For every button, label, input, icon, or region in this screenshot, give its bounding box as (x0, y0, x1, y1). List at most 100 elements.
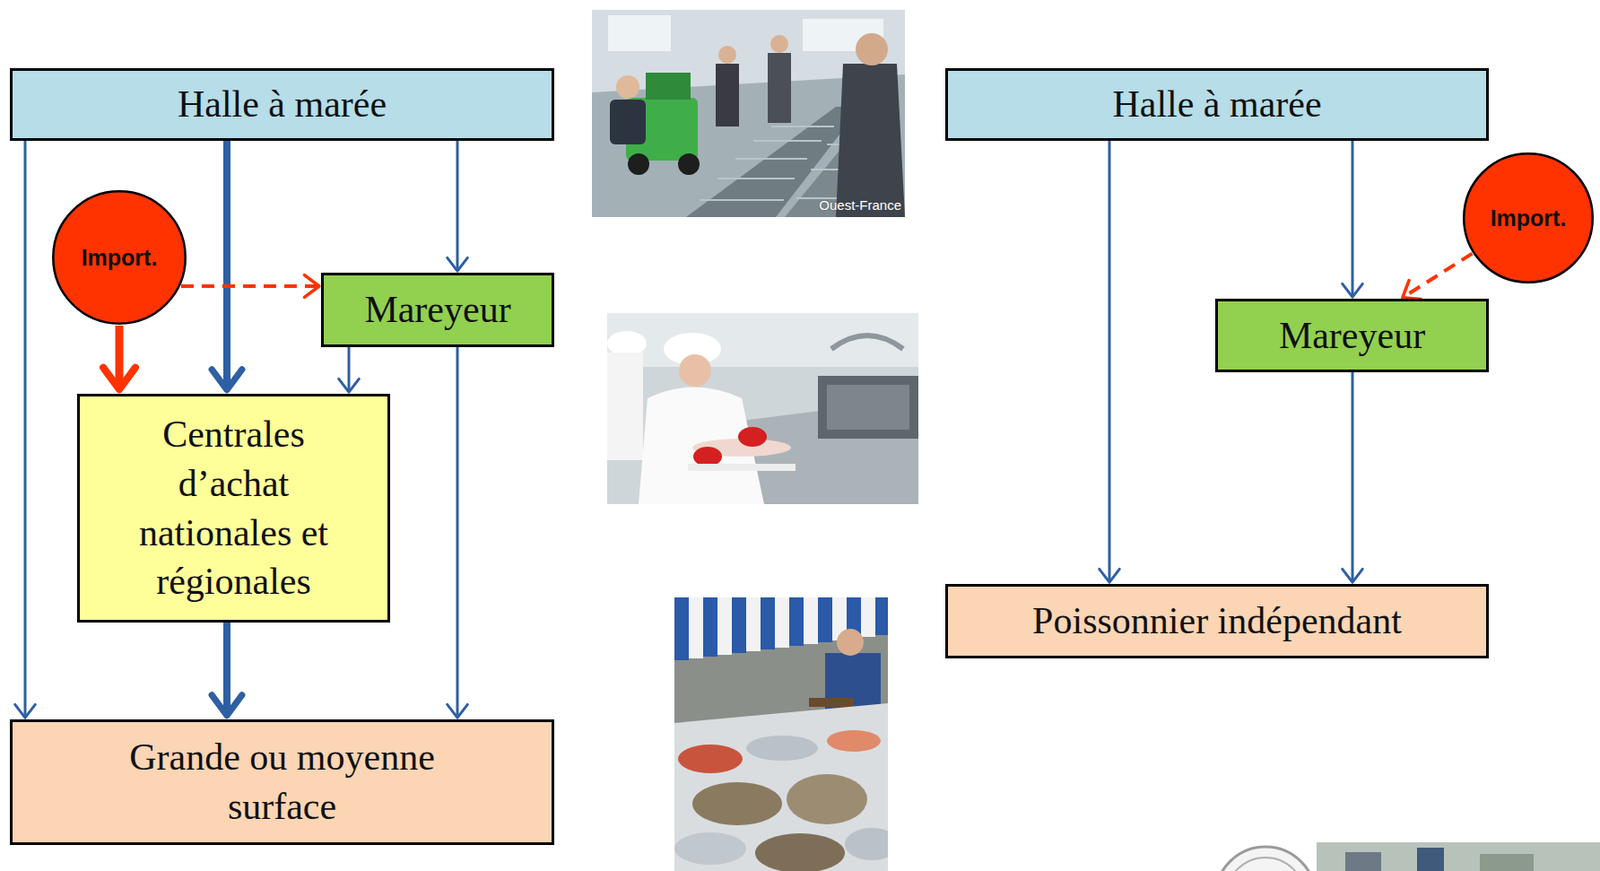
arrow-line (223, 140, 231, 385)
photo-detail (703, 597, 718, 657)
photo-detail (746, 597, 761, 652)
photo-detail (844, 827, 888, 861)
arrow-head (1099, 568, 1121, 583)
circle-shape (1463, 153, 1593, 283)
photo-detail (817, 597, 833, 643)
box-label: Halle à marée (177, 79, 387, 130)
arrow-line (223, 622, 231, 711)
photo-detail (826, 730, 881, 752)
photo-detail (767, 52, 792, 123)
flow-arrow (447, 347, 469, 718)
photo-detail (715, 63, 740, 127)
photo-detail (674, 597, 888, 871)
arrow-line (181, 284, 317, 288)
flow-arrow (447, 140, 469, 271)
arrow-line (456, 347, 460, 716)
fishmonger-box: Poissonnier indépendant (945, 583, 1489, 659)
photo-detail (789, 597, 804, 646)
photo-detail (699, 199, 784, 201)
photo-detail (774, 597, 790, 648)
photo-detail (836, 628, 864, 656)
photo-detail (753, 139, 822, 142)
box-label: Grande ou moyenne surface (103, 732, 462, 831)
photo-detail (735, 157, 808, 160)
flow-arrow (1342, 372, 1364, 583)
box-label: Mareyeur (364, 285, 511, 335)
photo-detail (688, 597, 876, 659)
flow-arrow (339, 347, 360, 392)
photo-detail (645, 72, 691, 100)
photo-detail (718, 45, 737, 64)
arrow-line (1404, 253, 1472, 297)
fish-auction-box: Halle à marée (9, 68, 555, 141)
photo-detail (717, 597, 732, 655)
flow-arrow (103, 325, 136, 390)
circle-shape (52, 191, 185, 323)
arrow-line (1351, 372, 1355, 581)
box-label: Centrales d’achat nationales et régional… (108, 409, 360, 606)
fish-auction-box: Halle à marée (945, 68, 1489, 141)
photo-detail (817, 375, 919, 439)
arrow-line (24, 140, 27, 716)
circle-label: Import. (81, 243, 158, 271)
arrow-head (339, 378, 360, 392)
photo-detail (674, 597, 888, 661)
flow-arrow (1402, 253, 1473, 300)
arrow-head (304, 275, 319, 298)
photo-detail (855, 33, 888, 66)
photo-detail (746, 735, 818, 761)
arrow-head (447, 704, 469, 718)
photo-detail (1226, 857, 1305, 871)
photo-detail (674, 832, 747, 865)
flow-arrow (211, 140, 243, 391)
photo-detail (693, 446, 722, 467)
box-label: Poissonnier indépendant (1032, 596, 1402, 646)
photo-detail (770, 34, 789, 53)
arrow-line (456, 140, 460, 270)
photo-detail (731, 597, 747, 653)
fish-processing-photo (607, 313, 919, 505)
photo-detail (860, 597, 876, 637)
arrow-head (15, 704, 36, 718)
photo-credit: Ouest-France (818, 197, 902, 213)
box-label: Halle à marée (1112, 79, 1322, 130)
photo-detail (609, 99, 646, 145)
wholesaler-box: Mareyeur (1215, 298, 1489, 373)
photo-detail (755, 833, 845, 871)
photo-detail (1345, 852, 1382, 871)
flow-arrow (15, 140, 36, 718)
photo-detail (826, 384, 910, 430)
photo-detail (688, 597, 704, 659)
wholesaler-box: Mareyeur (321, 272, 555, 348)
photo-detail (1479, 853, 1534, 871)
photo-detail (674, 597, 689, 661)
auction-hall-photo (591, 9, 905, 218)
photo-detail (738, 426, 767, 447)
photo-detail (835, 63, 905, 218)
arrow-head (103, 367, 136, 390)
photo-detail (678, 153, 700, 175)
photo-detail (608, 15, 671, 52)
arrow-line (1351, 140, 1355, 296)
flow-arrow (181, 275, 320, 298)
photo-detail (607, 352, 644, 461)
photo-detail (692, 782, 783, 826)
photo-detail (771, 125, 835, 128)
photo-detail (607, 330, 647, 357)
purchasing-center-box: Centrales d’achat nationales et régional… (77, 393, 391, 623)
photo-detail (607, 313, 919, 505)
flow-arrow (1099, 140, 1121, 583)
fish-stall-photo (674, 597, 888, 871)
photo-detail (1417, 847, 1444, 871)
arrow-head (1402, 280, 1421, 300)
photo-detail (607, 313, 919, 367)
arrow-line (347, 347, 351, 391)
photo-detail (803, 597, 818, 644)
partial-photo (1215, 842, 1600, 871)
circle-label: Import. (1490, 204, 1567, 232)
arrow-head (211, 369, 243, 391)
photo-detail (678, 744, 743, 774)
photo-detail (687, 463, 796, 471)
photo-detail (786, 773, 868, 825)
photo-detail (678, 354, 712, 387)
